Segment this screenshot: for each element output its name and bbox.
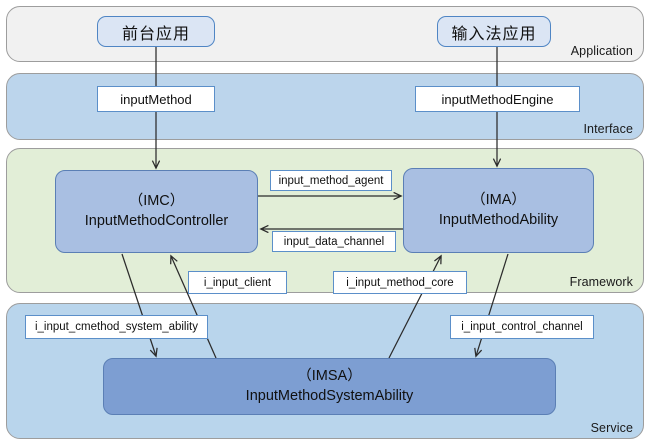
node-input-method-label: inputMethod <box>120 91 192 107</box>
connector-label-input-method-agent: input_method_agent <box>270 170 392 191</box>
node-input-method[interactable]: inputMethod <box>97 86 215 112</box>
node-input-method-ability[interactable]: （IMA） InputMethodAbility <box>403 168 594 253</box>
connector-label-input-data-channel: input_data_channel <box>272 231 396 252</box>
node-input-method-engine-label: inputMethodEngine <box>441 91 554 107</box>
node-input-method-engine[interactable]: inputMethodEngine <box>415 86 580 112</box>
layer-label-application: Application <box>570 44 633 58</box>
node-imsa-name: InputMethodSystemAbility <box>245 387 414 404</box>
connector-label-i-input-method-core-text: i_input_method_core <box>346 276 454 289</box>
layer-label-framework: Framework <box>569 275 633 289</box>
connector-label-i-input-method-core: i_input_method_core <box>333 271 467 294</box>
node-foreground-app-label: 前台应用 <box>121 25 190 43</box>
connector-label-input-method-agent-text: input_method_agent <box>278 174 384 187</box>
connector-label-i-input-control-channel: i_input_control_channel <box>450 315 594 339</box>
node-ima-abbr: （IMA） <box>471 192 526 209</box>
connector-label-i-input-cmethod-system-ability-text: i_input_cmethod_system_ability <box>34 321 198 333</box>
connector-label-i-input-client-text: i_input_client <box>203 276 272 289</box>
connector-label-input-data-channel-text: input_data_channel <box>283 235 385 248</box>
node-input-method-system-ability[interactable]: （IMSA） InputMethodSystemAbility <box>103 358 556 415</box>
layer-label-service: Service <box>590 421 633 435</box>
node-input-method-controller[interactable]: （IMC） InputMethodController <box>55 170 258 253</box>
node-imsa-abbr: （IMSA） <box>297 368 362 385</box>
connector-label-i-input-control-channel-text: i_input_control_channel <box>461 321 583 333</box>
node-foreground-app[interactable]: 前台应用 <box>97 16 215 47</box>
node-ime-app-label: 输入法应用 <box>451 25 537 43</box>
node-ima-name: InputMethodAbility <box>438 211 559 228</box>
connector-label-i-input-client: i_input_client <box>188 271 287 294</box>
connector-label-i-input-cmethod-system-ability: i_input_cmethod_system_ability <box>25 315 208 339</box>
node-ime-app[interactable]: 输入法应用 <box>437 16 551 47</box>
layer-label-interface: Interface <box>583 122 633 136</box>
node-imc-abbr: （IMC） <box>128 193 185 210</box>
node-imc-name: InputMethodController <box>84 212 229 229</box>
